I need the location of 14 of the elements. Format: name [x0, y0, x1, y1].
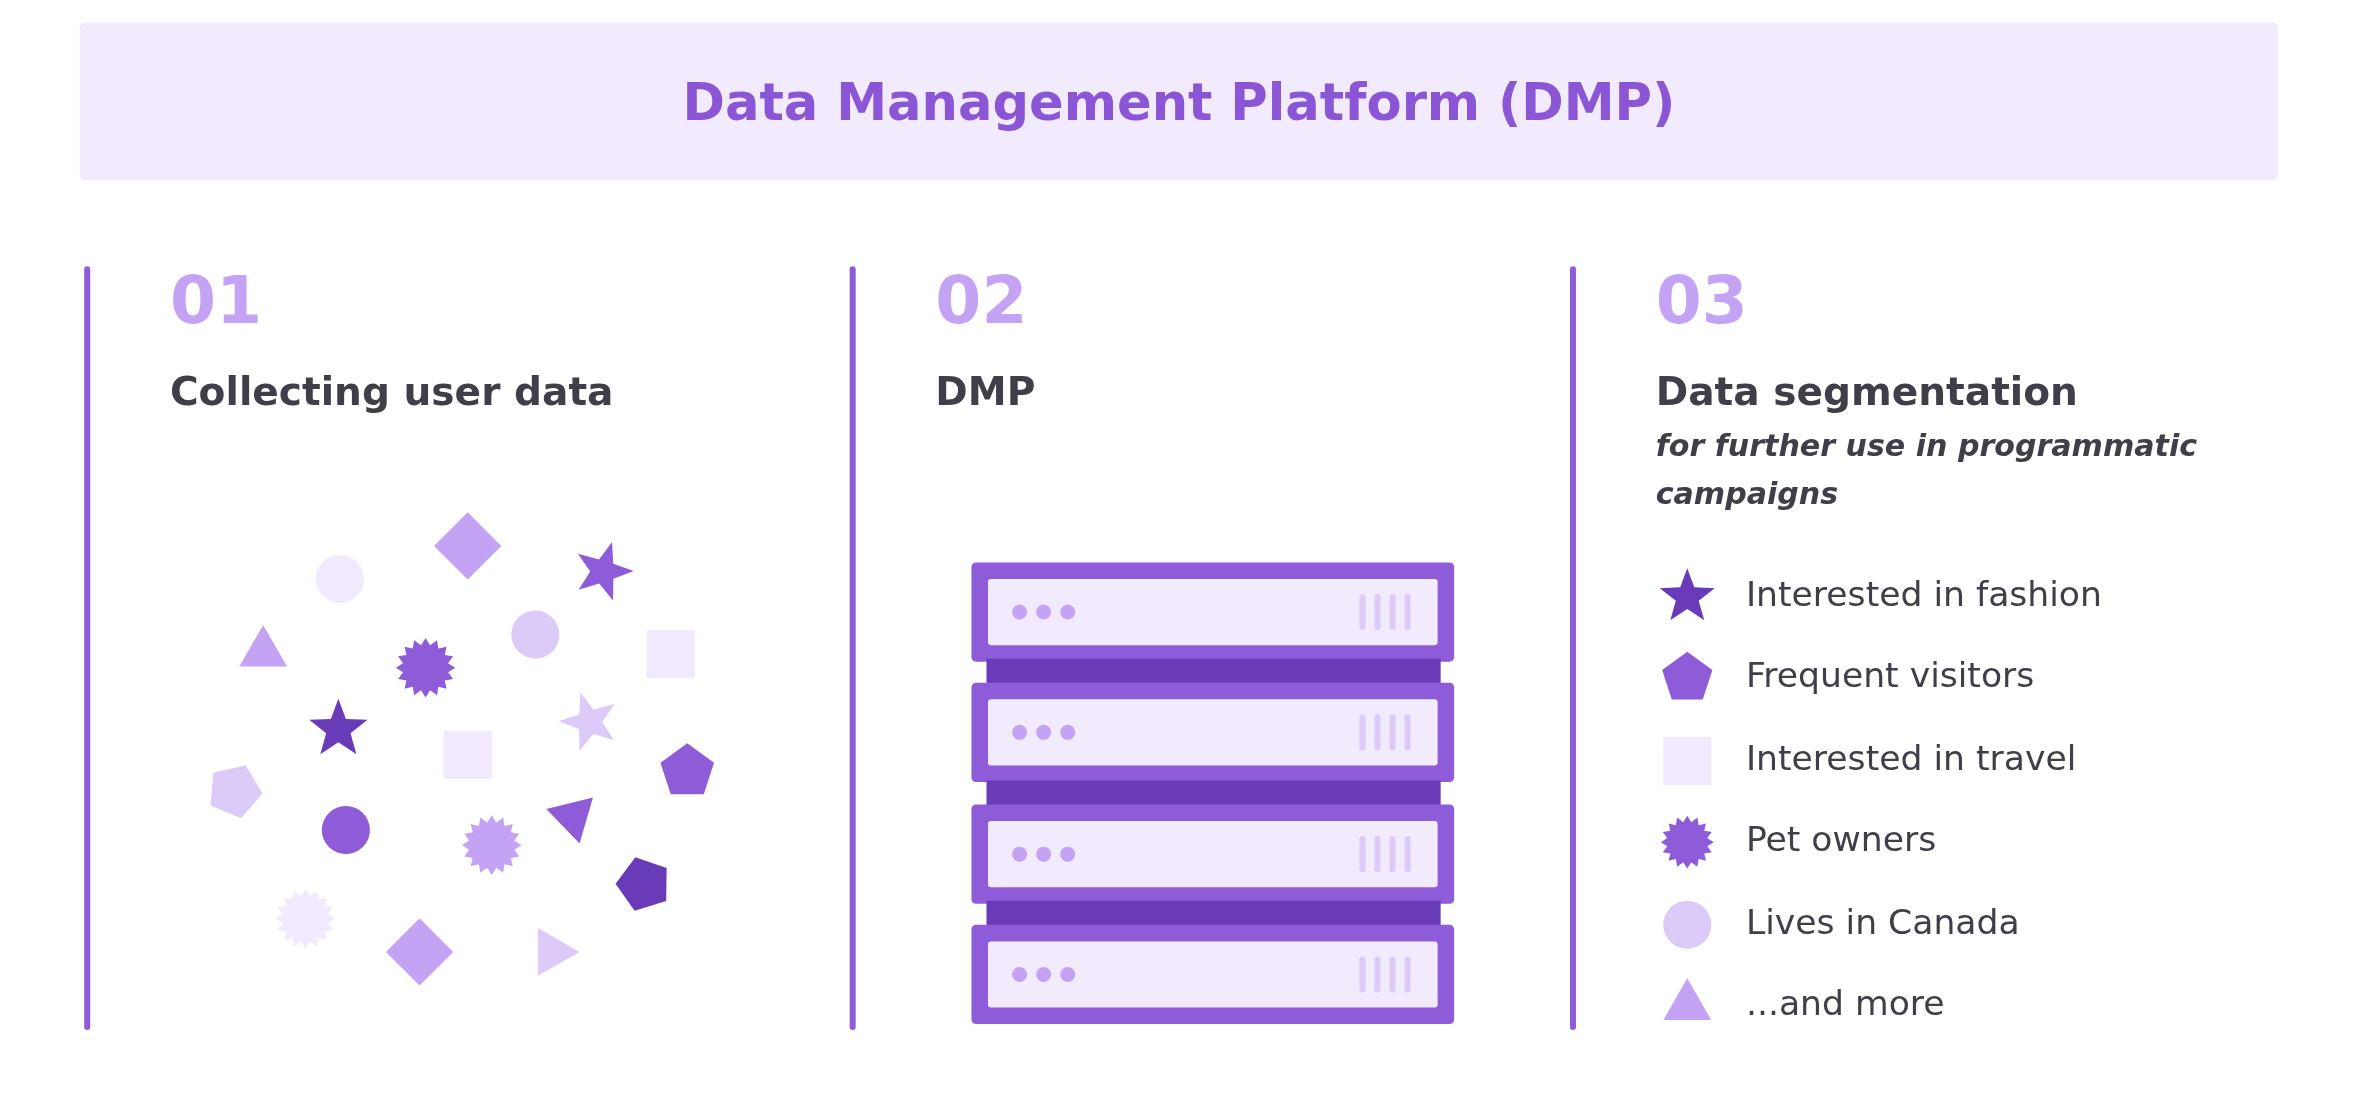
legend-text: Frequent visitors — [1745, 659, 2035, 694]
legend-text: Interested in travel — [1745, 741, 2077, 776]
title: Data Management Platform (DMP) — [682, 71, 1676, 132]
step-heading: Collecting user data — [169, 371, 614, 411]
step-subtitle: for further use in programmatic campaigns — [1655, 426, 2199, 514]
step-number: 01 — [169, 267, 262, 334]
step-heading: Data segmentation — [1655, 371, 2078, 411]
step-number: 02 — [935, 267, 1028, 334]
legend-text: Interested in fashion — [1745, 577, 2102, 613]
step-heading: DMP — [935, 371, 1036, 411]
legend-text: ...and more — [1745, 986, 1945, 1022]
step-number: 03 — [1655, 267, 1748, 334]
legend-text: Lives in Canada — [1745, 904, 2020, 940]
legend-text: Pet owners — [1745, 822, 1937, 858]
